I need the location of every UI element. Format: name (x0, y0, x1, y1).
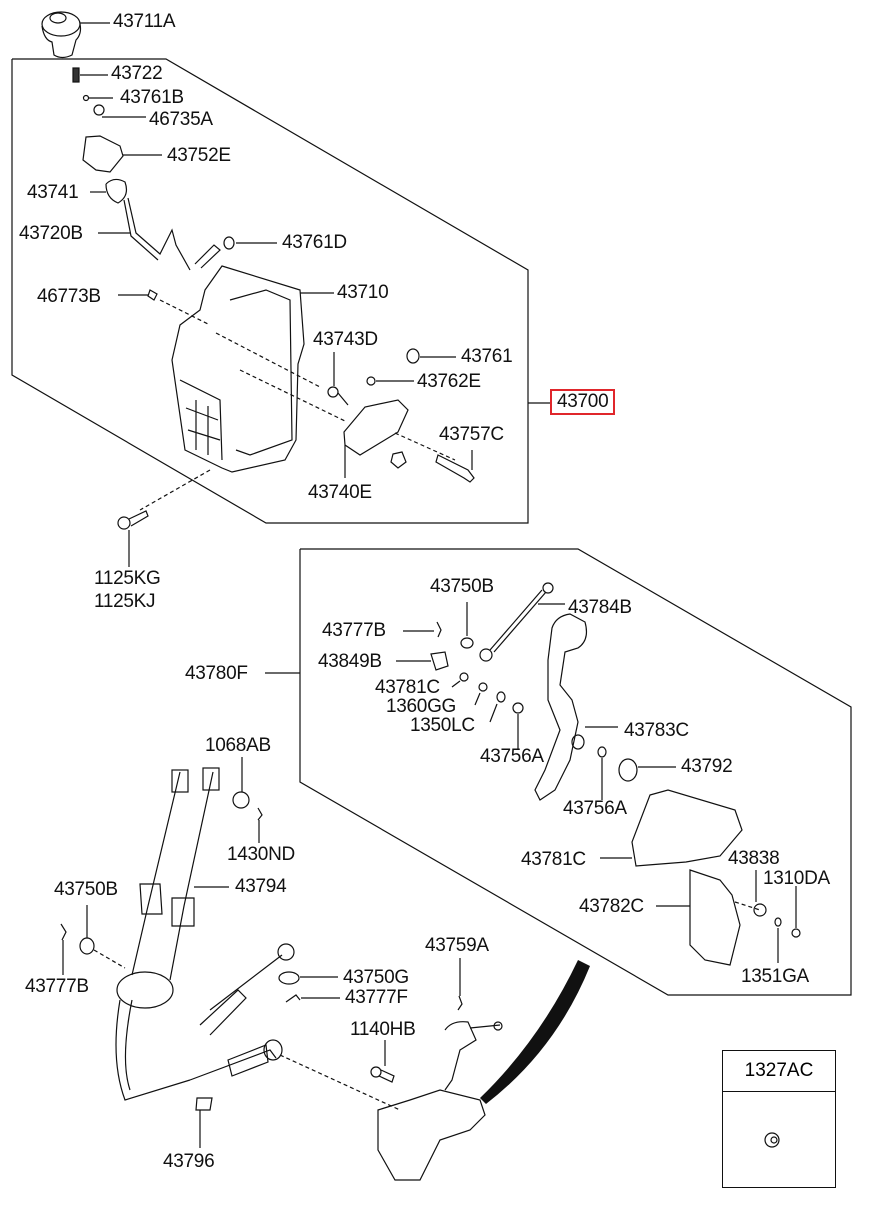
part-label-43782C[interactable]: 43782C (579, 896, 644, 917)
part-label-43710[interactable]: 43710 (337, 282, 389, 303)
washer-icon (79, 937, 95, 955)
washer-icon (774, 917, 782, 927)
part-label-43780F[interactable]: 43780F (185, 663, 248, 684)
washer-icon (278, 971, 300, 985)
part-label-1125KG[interactable]: 1125KG (94, 568, 161, 589)
part-label-43777F[interactable]: 43777F (345, 987, 408, 1008)
cable-clip-icon (195, 1097, 213, 1111)
part-label-1068AB[interactable]: 1068AB (205, 735, 271, 756)
shift-knob-icon (41, 11, 82, 59)
bracket-plate-icon (689, 869, 741, 966)
part-label-43762E[interactable]: 43762E (417, 371, 481, 392)
part-label-1430ND[interactable]: 1430ND (227, 844, 295, 865)
pin-icon (366, 376, 376, 386)
small-bushing-icon (82, 94, 90, 102)
part-label-1351GA[interactable]: 1351GA (741, 966, 809, 987)
torsion-spring-icon (327, 386, 349, 406)
part-label-1140HB[interactable]: 1140HB (350, 1019, 416, 1040)
group-outline-43780F (299, 548, 852, 996)
part-label-43750G[interactable]: 43750G (343, 967, 409, 988)
part-label-43757C[interactable]: 43757C (439, 424, 504, 445)
part-label-43838[interactable]: 43838 (728, 848, 780, 869)
part-label-43783C[interactable]: 43783C (624, 720, 689, 741)
part-label-43700-highlighted[interactable]: 43700 (550, 389, 616, 415)
part-label-1310DA[interactable]: 1310DA (763, 868, 830, 889)
link-rod-icon (489, 589, 543, 651)
clip-icon (147, 289, 158, 301)
part-label-43752E[interactable]: 43752E (167, 145, 231, 166)
shift-lever-arm-icon (534, 613, 588, 801)
bushing-icon (430, 651, 449, 671)
reference-arrow-icon (480, 960, 590, 1104)
group-outline-43700 (11, 58, 529, 524)
lever-housing-icon (171, 265, 305, 473)
part-label-43761D[interactable]: 43761D (282, 232, 347, 253)
pivot-pin-icon (435, 454, 475, 483)
washer-icon (460, 637, 474, 649)
part-label-1327AC[interactable]: 1327AC (723, 1051, 835, 1092)
part-label-43777B[interactable]: 43777B (322, 620, 386, 641)
part-label-43750B[interactable]: 43750B (430, 576, 494, 597)
part-label-43741[interactable]: 43741 (27, 182, 79, 203)
cotter-pin-icon (457, 995, 463, 1011)
part-label-1125KJ[interactable]: 1125KJ (94, 591, 156, 612)
part-label-43849B[interactable]: 43849B (318, 651, 382, 672)
ring-icon (105, 178, 128, 204)
part-label-43761[interactable]: 43761 (461, 346, 513, 367)
part-label-43740E[interactable]: 43740E (308, 482, 372, 503)
nut-icon (390, 451, 407, 469)
cotter-pin-icon (436, 621, 442, 638)
bushing-icon (223, 236, 235, 250)
nut-icon (459, 672, 469, 682)
part-label-1360GG[interactable]: 1360GG (386, 696, 457, 717)
part-label-43777B[interactable]: 43777B (25, 976, 89, 997)
cotter-pin-icon (60, 923, 67, 941)
part-label-46773B[interactable]: 46773B (37, 286, 101, 307)
part-label-43794[interactable]: 43794 (235, 876, 287, 897)
mounting-bracket-icon (631, 789, 743, 867)
bushing-icon (753, 903, 767, 917)
bushing-icon (406, 348, 420, 364)
part-label-43750B[interactable]: 43750B (54, 879, 118, 900)
part-label-46735A[interactable]: 46735A (149, 109, 213, 130)
part-label-43722[interactable]: 43722 (111, 63, 163, 84)
part-label-43796[interactable]: 43796 (163, 1151, 215, 1172)
part-label-43781C[interactable]: 43781C (521, 849, 586, 870)
part-label-43720B[interactable]: 43720B (19, 223, 83, 244)
cotter-pin-icon (285, 994, 301, 1003)
shift-cable-icon (115, 767, 295, 1101)
part-label-43743D[interactable]: 43743D (313, 329, 378, 350)
transmission-bracket-icon (377, 1089, 486, 1181)
washer-icon (232, 791, 250, 809)
selector-plate-icon (343, 399, 409, 456)
bolt-head-icon (93, 104, 105, 116)
spring-icon (72, 67, 80, 83)
part-label-43711A[interactable]: 43711A (113, 11, 176, 32)
part-callout-box-1327AC: 1327AC (722, 1050, 836, 1188)
bushing-icon (618, 758, 638, 782)
part-label-43759A[interactable]: 43759A (425, 935, 489, 956)
part-label-43784B[interactable]: 43784B (568, 597, 632, 618)
part-label-43781C[interactable]: 43781C (375, 677, 440, 698)
part-label-1350LC[interactable]: 1350LC (410, 715, 475, 736)
part-label-43756A[interactable]: 43756A (480, 746, 544, 767)
part-label-43756A[interactable]: 43756A (563, 798, 627, 819)
boot-retainer-icon (82, 135, 124, 173)
part-label-43761B[interactable]: 43761B (120, 87, 184, 108)
flange-nut-icon (764, 1132, 780, 1148)
nut-icon (791, 928, 801, 938)
shift-lever-icon (127, 197, 191, 271)
bolt-icon (370, 1066, 395, 1083)
cotter-pin-icon (257, 807, 263, 821)
bolt-icon (117, 510, 149, 530)
part-label-43792[interactable]: 43792 (681, 756, 733, 777)
